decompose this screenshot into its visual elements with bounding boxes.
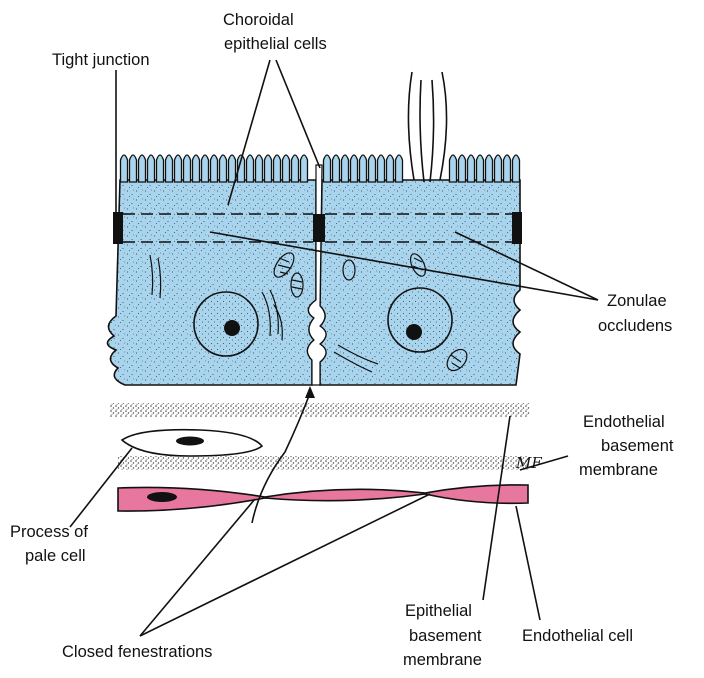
endothelial-basement-membrane (118, 456, 528, 470)
microvillus (247, 155, 254, 182)
microvillus (396, 155, 403, 182)
svg-text:basement: basement (409, 627, 482, 645)
microvillus (283, 155, 290, 182)
label-zonulae-occludens: Zonulae occludens (598, 292, 672, 335)
microvillus (220, 155, 227, 182)
microvillus (202, 155, 209, 182)
microvillus (157, 155, 164, 182)
microvillus (184, 155, 191, 182)
microvillus (139, 155, 146, 182)
svg-text:Epithelial: Epithelial (405, 602, 472, 620)
label-closed-fenestrations: Closed fenestrations (62, 643, 212, 661)
microvillus (450, 155, 457, 182)
svg-text:pale cell: pale cell (25, 547, 86, 565)
microvillus (369, 155, 376, 182)
svg-text:occludens: occludens (598, 317, 672, 335)
label-endothelial-cell: Endothelial cell (522, 627, 633, 645)
microvillus (504, 155, 511, 182)
microvillus (387, 155, 394, 182)
microvillus (301, 155, 308, 182)
label-process-of-pale-cell: Process of pale cell (10, 523, 88, 565)
cilia-tuft (408, 72, 446, 182)
right-nucleus (388, 288, 452, 352)
svg-text:epithelial cells: epithelial cells (224, 35, 327, 53)
microvillus (130, 155, 137, 182)
artist-signature: MF (515, 454, 542, 472)
microvillus (486, 155, 493, 182)
svg-text:Endothelial: Endothelial (583, 413, 665, 431)
svg-text:membrane: membrane (579, 461, 658, 479)
svg-text:Process of: Process of (10, 523, 88, 541)
microvillus (333, 155, 340, 182)
microvillus (166, 155, 173, 182)
microvillus (148, 155, 155, 182)
label-endothelial-basement-membrane: Endothelial basement membrane (579, 413, 674, 479)
svg-text:Closed fenestrations: Closed fenestrations (62, 643, 212, 661)
endothelial-cell (118, 485, 528, 511)
microvillus (459, 155, 466, 182)
label-tight-junction: Tight junction (52, 51, 150, 69)
label-choroidal-epithelial-cells: Choroidal epithelial cells (223, 11, 327, 53)
svg-text:basement: basement (601, 437, 674, 455)
microvillus (351, 155, 358, 182)
microvillus (193, 155, 200, 182)
microvillus (342, 155, 349, 182)
microvillus (256, 155, 263, 182)
microvillus (211, 155, 218, 182)
microvillus (274, 155, 281, 182)
svg-text:membrane: membrane (403, 651, 482, 669)
epithelial-basement-membrane (110, 403, 530, 417)
svg-text:Choroidal: Choroidal (223, 11, 294, 29)
svg-text:Zonulae: Zonulae (607, 292, 667, 310)
microvillus (360, 155, 367, 182)
microvillus (468, 155, 475, 182)
label-epithelial-basement-membrane: Epithelial basement membrane (403, 602, 482, 669)
left-nucleus (194, 292, 258, 356)
microvillus (477, 155, 484, 182)
microvillus (495, 155, 502, 182)
microvillus (324, 155, 331, 182)
pale-cell-process (122, 430, 262, 456)
microvillus (513, 155, 520, 182)
microvillus (378, 155, 385, 182)
microvillus (121, 155, 128, 182)
left-epithelial-cell (107, 180, 316, 385)
microvillus (175, 155, 182, 182)
microvillus (292, 155, 299, 182)
microvillus (229, 155, 236, 182)
svg-text:Tight junction: Tight junction (52, 51, 150, 69)
svg-text:Endothelial cell: Endothelial cell (522, 627, 633, 645)
microvillus (265, 155, 272, 182)
right-epithelial-cell (320, 180, 520, 385)
